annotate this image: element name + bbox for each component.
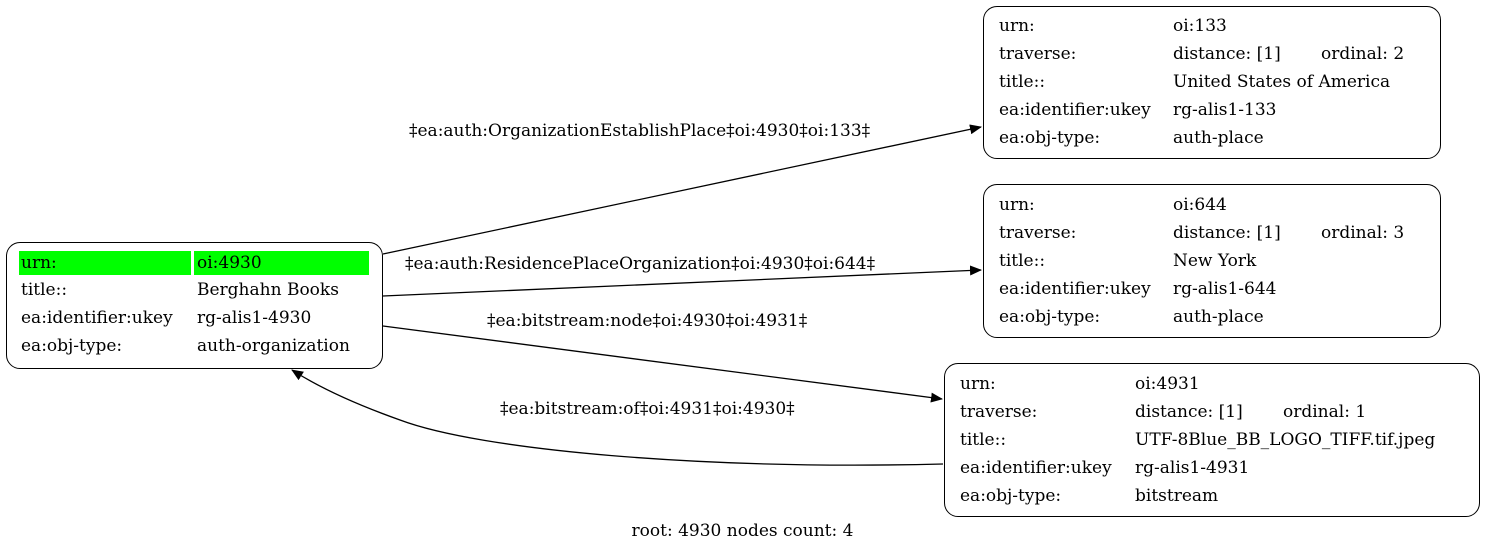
ordinal-value: ordinal: 1 [1283,402,1367,422]
ukey-value: rg-alis1-4931 [1135,458,1250,478]
title-row: title:: Berghahn Books [21,278,371,302]
edge-4931-to-4930 [291,369,944,466]
edge-4930-to-644 [382,265,982,297]
traverse-key: traverse: [960,402,1038,422]
title-key: title:: [999,251,1046,271]
urn-value: oi:4931 [1135,374,1200,394]
ordinal-value: ordinal: 3 [1321,223,1405,243]
type-value: auth-place [1173,128,1264,148]
urn-key: urn: [21,253,57,273]
ordinal-value: ordinal: 2 [1321,44,1405,64]
ukey-row: ea:identifier:ukey rg-alis1-644 [999,277,1429,301]
ukey-row: ea:identifier:ukey rg-alis1-4930 [21,306,371,330]
title-value: UTF-8Blue_BB_LOGO_TIFF.tif.jpeg [1135,430,1436,450]
edge-4930-to-4931 [382,325,943,403]
graph-footer: root: 4930 nodes count: 4 [631,521,854,541]
urn-key: urn: [999,195,1035,215]
urn-value: oi:644 [1173,195,1227,215]
title-value: Berghahn Books [197,280,339,300]
type-row: ea:obj-type: auth-place [999,126,1429,150]
ukey-key: ea:identifier:ukey [21,308,173,328]
title-key: title:: [999,72,1046,92]
traverse-row: traverse: distance: [1] ordinal: 1 [960,400,1470,424]
urn-row: urn: oi:4931 [960,372,1470,396]
distance-value: distance: [1] [1135,402,1243,422]
node-root-4930[interactable]: urn: oi:4930 title:: Berghahn Books ea:i… [6,242,383,369]
urn-row: urn: oi:133 [999,14,1429,38]
ukey-row: ea:identifier:ukey rg-alis1-4931 [960,456,1470,480]
edge-label-establish-place: ‡ea:auth:OrganizationEstablishPlace‡oi:4… [409,121,871,141]
node-4931[interactable]: urn: oi:4931 traverse: distance: [1] ord… [944,363,1480,517]
title-row: title:: New York [999,249,1429,273]
ukey-value: rg-alis1-133 [1173,100,1277,120]
traverse-row: traverse: distance: [1] ordinal: 3 [999,221,1429,245]
type-value: bitstream [1135,486,1219,506]
edge-label-residence-place: ‡ea:auth:ResidencePlaceOrganization‡oi:4… [405,254,876,274]
edge-label-bitstream-node: ‡ea:bitstream:node‡oi:4930‡oi:4931‡ [487,311,808,331]
urn-row: urn: oi:644 [999,193,1429,217]
urn-value: oi:133 [1173,16,1227,36]
edge-4930-to-133 [382,124,982,255]
title-key: title:: [21,280,68,300]
ukey-row: ea:identifier:ukey rg-alis1-133 [999,98,1429,122]
type-key: ea:obj-type: [999,307,1101,327]
ukey-key: ea:identifier:ukey [960,458,1112,478]
urn-value-cell: oi:4930 [194,251,369,275]
title-row: title:: United States of America [999,70,1429,94]
distance-value: distance: [1] [1173,44,1281,64]
urn-key: urn: [999,16,1035,36]
type-row: ea:obj-type: auth-organization [21,334,371,358]
ukey-value: rg-alis1-4930 [197,308,312,328]
type-value: auth-organization [197,336,350,356]
distance-value: distance: [1] [1173,223,1281,243]
ukey-key: ea:identifier:ukey [999,100,1151,120]
ukey-value: rg-alis1-644 [1173,279,1277,299]
traverse-key: traverse: [999,44,1077,64]
type-row: ea:obj-type: bitstream [960,484,1470,508]
urn-key: urn: [960,374,996,394]
type-key: ea:obj-type: [999,128,1101,148]
type-row: ea:obj-type: auth-place [999,305,1429,329]
title-row: title:: UTF-8Blue_BB_LOGO_TIFF.tif.jpeg [960,428,1470,452]
type-key: ea:obj-type: [21,336,123,356]
node-133[interactable]: urn: oi:133 traverse: distance: [1] ordi… [983,6,1441,159]
traverse-row: traverse: distance: [1] ordinal: 2 [999,42,1429,66]
traverse-key: traverse: [999,223,1077,243]
title-value: United States of America [1173,72,1391,92]
urn-value: oi:4930 [197,253,262,273]
title-value: New York [1173,251,1257,271]
type-key: ea:obj-type: [960,486,1062,506]
node-644[interactable]: urn: oi:644 traverse: distance: [1] ordi… [983,184,1441,338]
edge-label-bitstream-of: ‡ea:bitstream:of‡oi:4931‡oi:4930‡ [500,399,795,419]
type-value: auth-place [1173,307,1264,327]
urn-row: urn: [19,251,191,275]
title-key: title:: [960,430,1007,450]
ukey-key: ea:identifier:ukey [999,279,1151,299]
